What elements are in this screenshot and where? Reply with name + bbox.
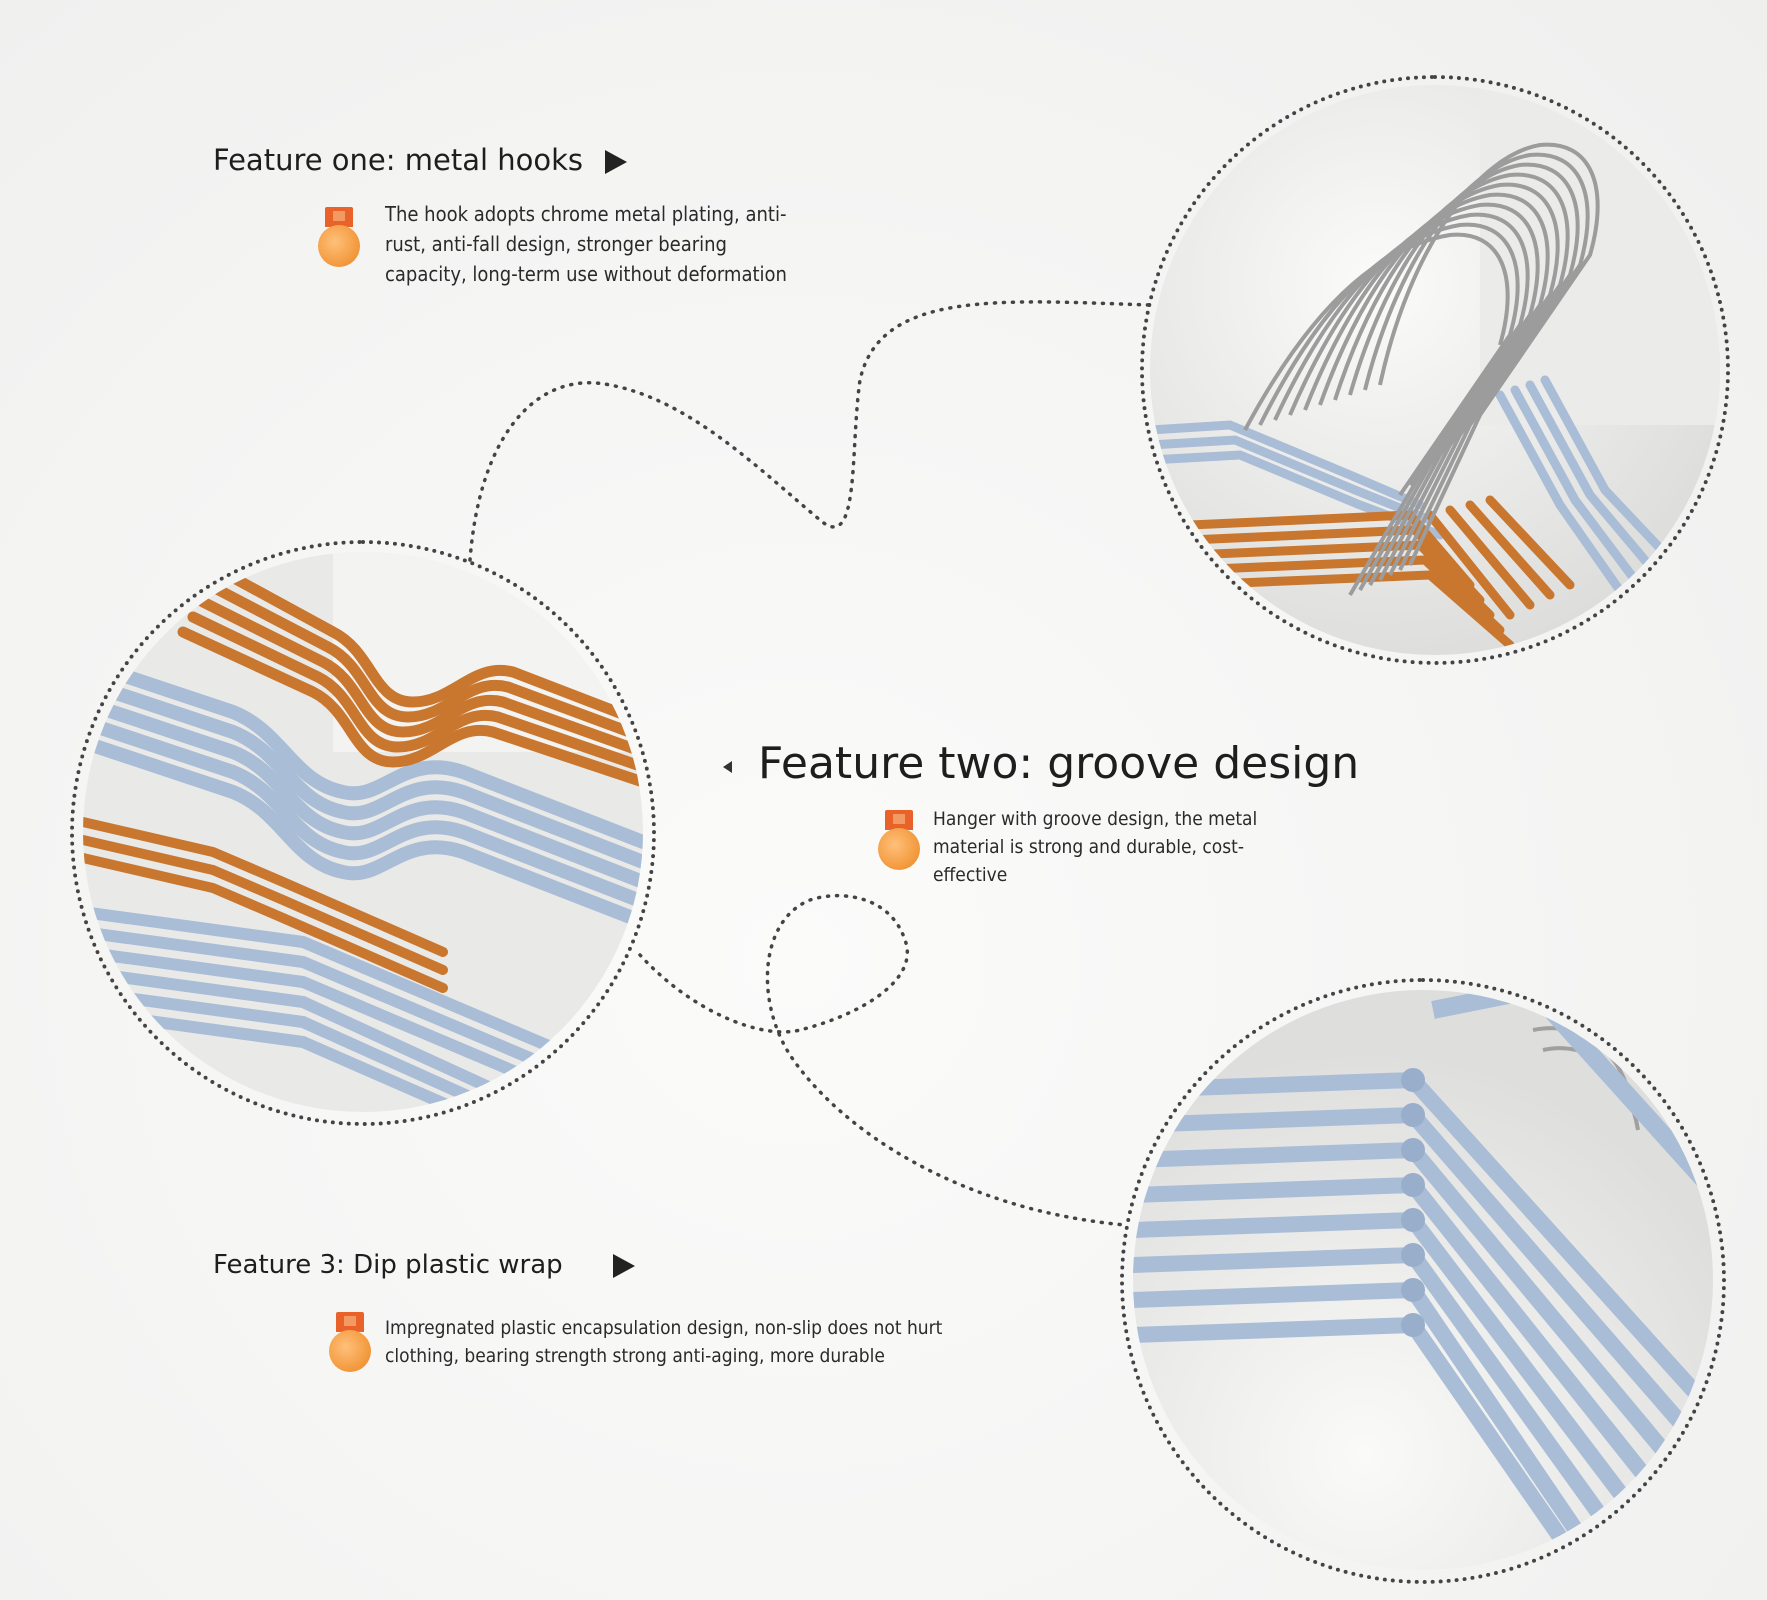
feature-one-title: Feature one: metal hooks	[213, 143, 628, 177]
play-arrow-icon	[612, 1253, 635, 1278]
feature-three-title: Feature 3: Dip plastic wrap	[213, 1250, 635, 1280]
medal-icon	[327, 1312, 373, 1374]
metal-hooks-photo-frame	[1140, 75, 1730, 665]
play-arrow-icon	[605, 150, 628, 174]
feature-three-title-text: Feature 3: Dip plastic wrap	[213, 1250, 563, 1280]
groove-design-photo-frame	[70, 540, 656, 1126]
left-pointer-icon	[723, 761, 732, 773]
feature-three-description: Impregnated plastic encapsulation design…	[385, 1317, 943, 1367]
feature-one-title-text: Feature one: metal hooks	[213, 143, 584, 177]
feature-one-description: The hook adopts chrome metal plating, an…	[385, 202, 787, 286]
medal-icon	[316, 207, 362, 269]
medal-icon	[876, 810, 922, 872]
feature-two-title: Feature two: groove design	[758, 738, 1360, 789]
feature-two-description: Hanger with groove design, the metal mat…	[933, 808, 1258, 886]
dip-plastic-wrap-photo-frame	[1120, 978, 1726, 1584]
